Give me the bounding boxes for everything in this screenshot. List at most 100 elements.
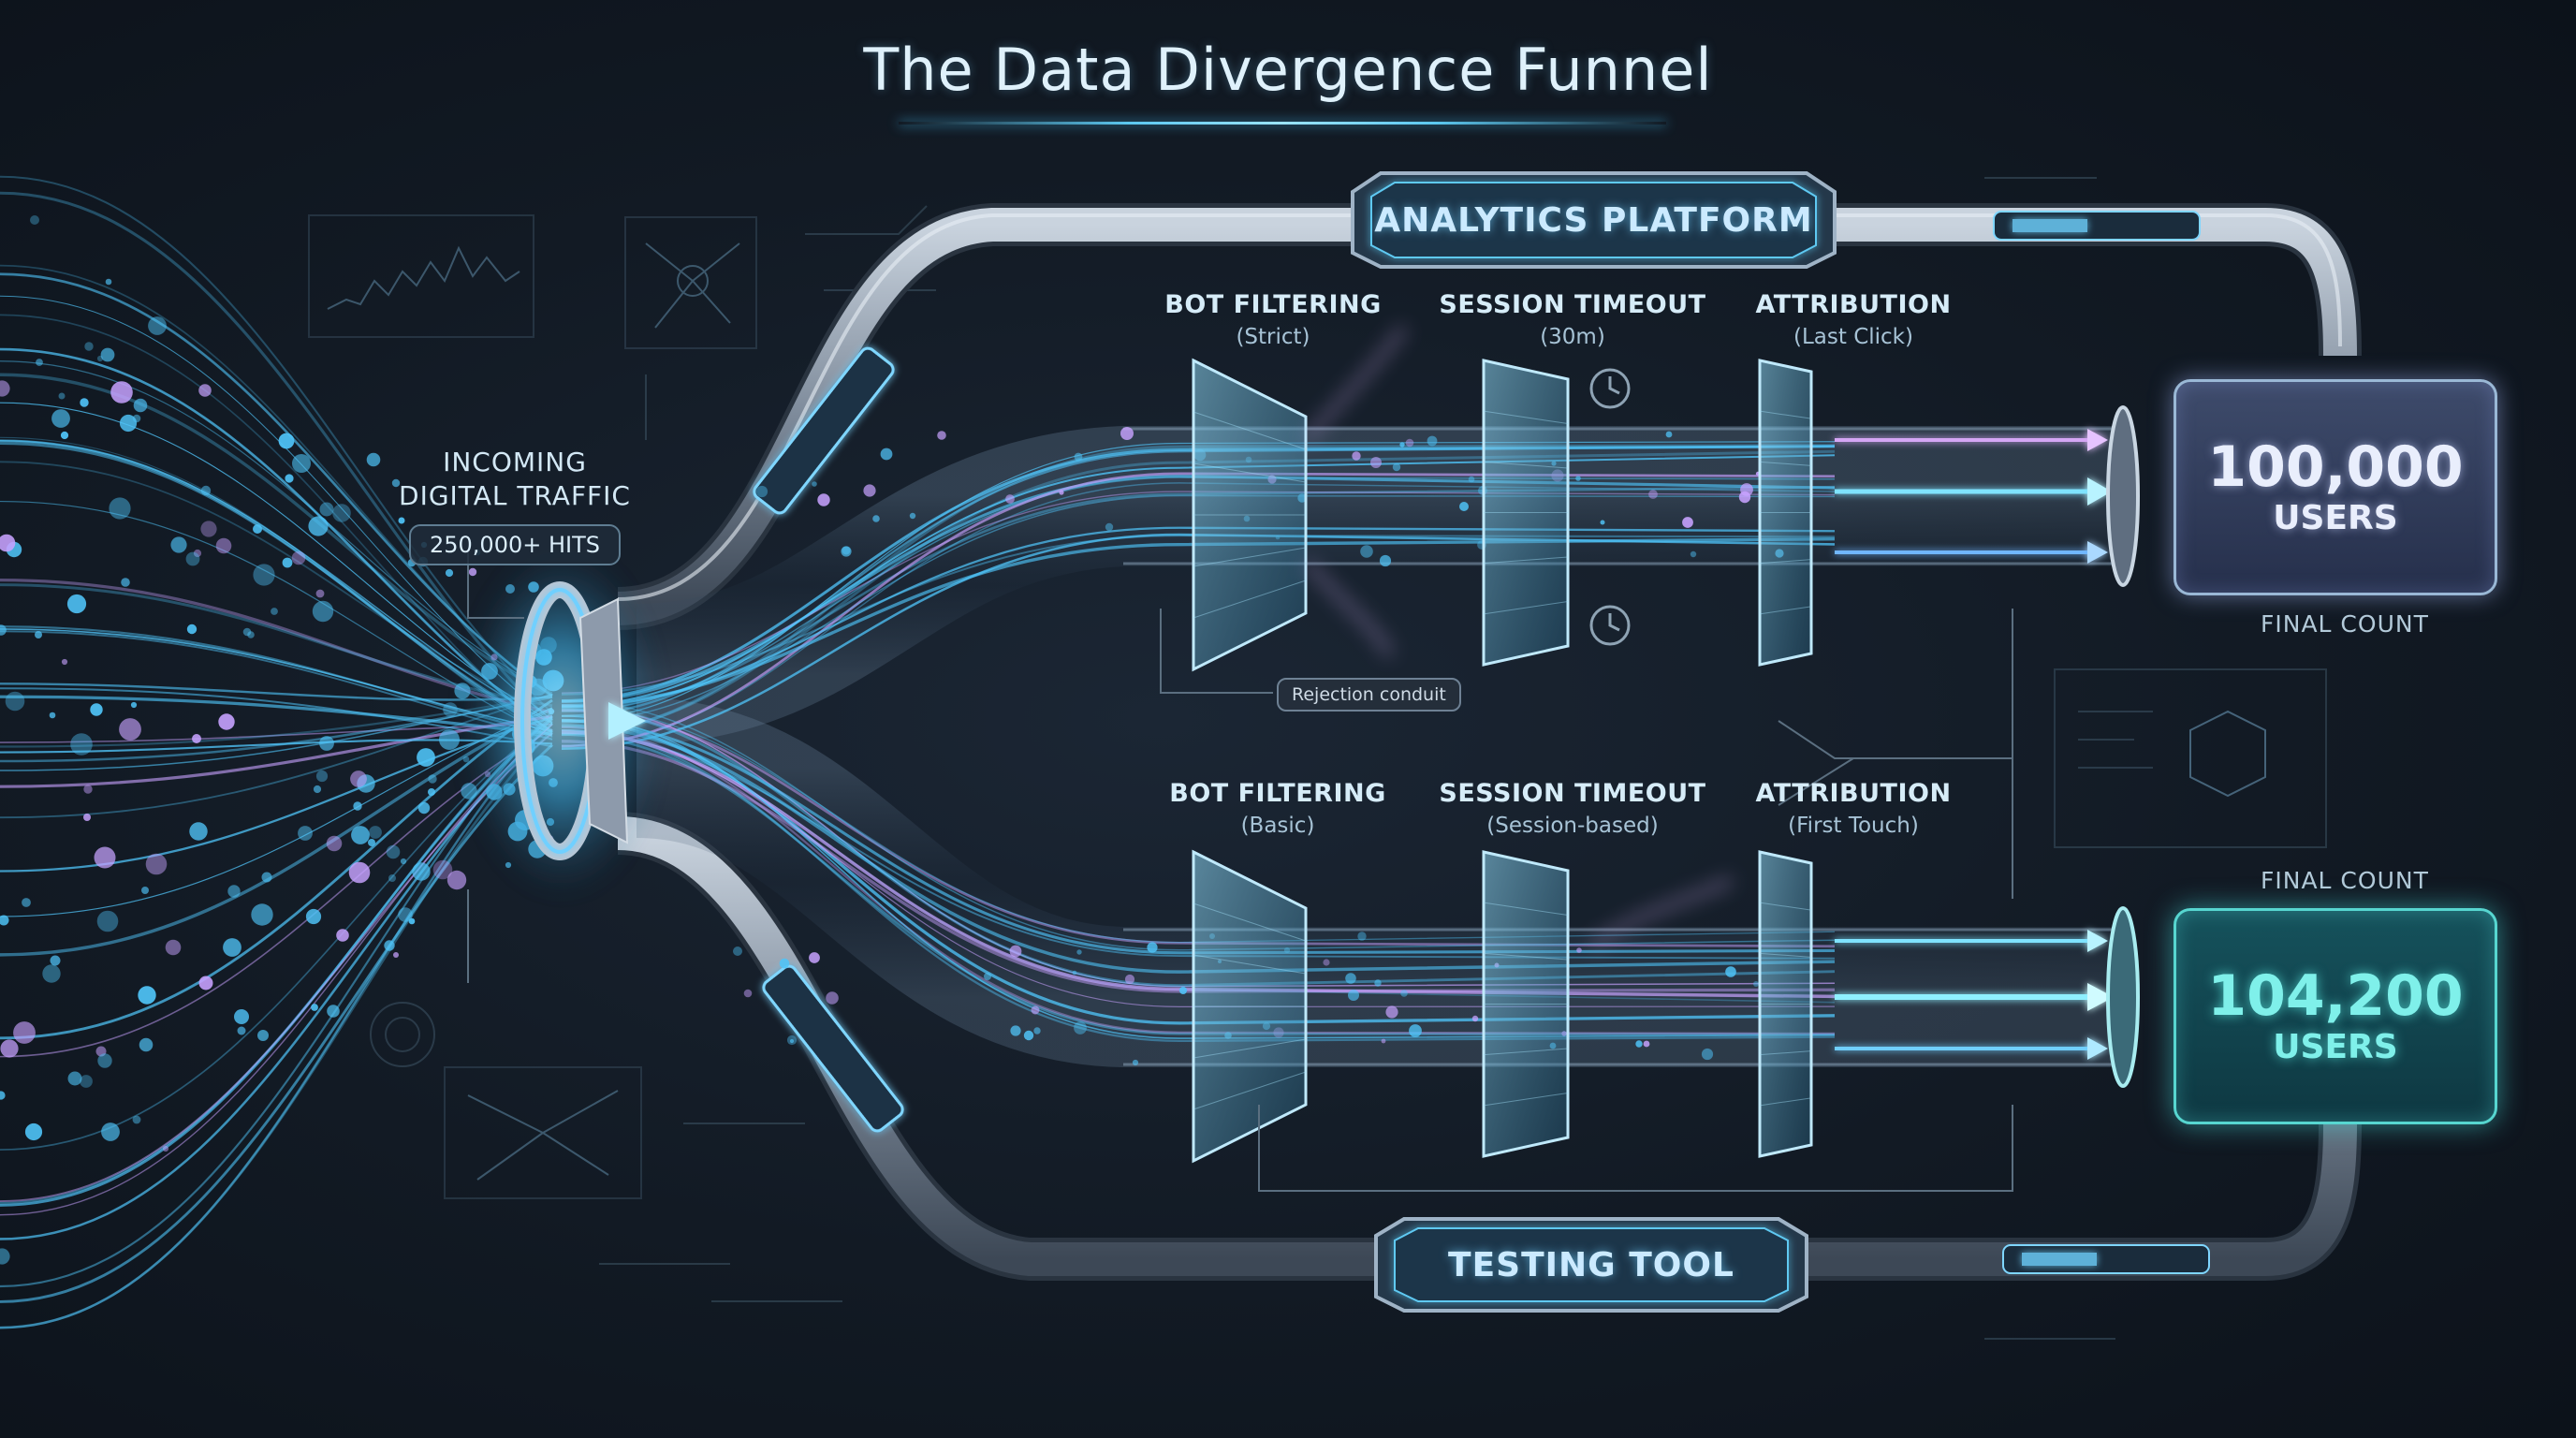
bottom-stage-attribution: ATTRIBUTION (First Touch): [1736, 779, 1970, 838]
data-particle: [755, 485, 768, 498]
data-particle: [1009, 945, 1022, 958]
incoming-stream: [0, 717, 553, 1329]
incoming-stream: [0, 743, 553, 1303]
data-particle: [101, 1123, 120, 1141]
data-particle: [1005, 494, 1015, 504]
data-particle: [327, 1005, 340, 1018]
data-particle: [369, 826, 382, 839]
data-particle: [984, 973, 991, 980]
data-particle: [121, 578, 130, 587]
data-particle: [386, 844, 401, 859]
data-particle: [428, 788, 435, 796]
testing-pipe: [616, 812, 2362, 1281]
data-particle: [193, 549, 202, 558]
data-particle: [1648, 490, 1658, 499]
incoming-traffic-label: INCOMING DIGITAL TRAFFIC 250,000+ HITS: [393, 446, 637, 565]
data-particle: [94, 846, 116, 869]
data-particle: [1635, 1040, 1643, 1048]
stage-setting: (30m): [1540, 325, 1605, 349]
data-particle: [0, 624, 7, 636]
data-particle: [1400, 990, 1408, 997]
output-arrows: [1835, 429, 2114, 1060]
data-particle: [1643, 1040, 1650, 1048]
data-particle: [1665, 431, 1673, 438]
stage-setting: (Basic): [1240, 814, 1315, 838]
data-particle: [312, 600, 334, 623]
data-particle: [1576, 947, 1582, 953]
data-particle: [1348, 990, 1359, 1001]
data-particle: [139, 1037, 154, 1052]
analytics-pipe: [616, 203, 2362, 630]
bottom-stage-bot-filtering: BOT FILTERING (Basic): [1147, 779, 1409, 838]
data-particle: [812, 481, 817, 487]
data-particle: [170, 536, 187, 553]
data-particle: [298, 826, 313, 841]
data-particle: [66, 594, 87, 614]
data-particle: [311, 1004, 318, 1011]
data-particle: [468, 567, 477, 577]
data-particle: [417, 801, 431, 814]
data-particle: [0, 1091, 6, 1100]
data-particle: [842, 546, 851, 555]
data-particle: [350, 770, 367, 787]
data-streams: [0, 175, 1836, 1329]
data-particle: [1031, 1005, 1040, 1015]
data-particle: [1379, 554, 1392, 567]
network-graph-icon: [645, 242, 740, 329]
data-particle: [1682, 517, 1693, 528]
testing-result-box: 104,200 USERS: [2174, 908, 2497, 1124]
title-underline: [899, 122, 1666, 125]
data-particle: [398, 907, 413, 922]
data-particle: [61, 658, 68, 666]
data-particle: [809, 952, 820, 963]
data-particle: [227, 885, 241, 898]
data-particle: [1725, 966, 1736, 977]
data-particle: [1575, 476, 1581, 481]
data-particle: [1357, 932, 1367, 941]
banner-shapes: [1351, 171, 1837, 1313]
data-particle: [223, 938, 242, 957]
data-particle: [242, 627, 252, 637]
data-particle: [119, 414, 138, 433]
data-particle: [1010, 1025, 1021, 1036]
data-particle: [1074, 1021, 1087, 1034]
data-particle: [80, 1075, 93, 1088]
data-particle: [291, 550, 306, 565]
intake-ring: [459, 543, 665, 899]
data-particle: [5, 691, 25, 712]
data-particle: [90, 703, 103, 716]
attribution-panel: [1758, 850, 1813, 1158]
page-title: The Data Divergence Funnel: [863, 36, 1713, 104]
data-particle: [400, 858, 407, 865]
data-particle: [22, 898, 31, 907]
network-graph-icon: [467, 1090, 619, 1181]
data-particle: [1147, 942, 1158, 953]
data-particle: [1345, 973, 1356, 984]
data-particle: [319, 736, 334, 751]
data-particle: [138, 986, 156, 1005]
rejection-wisp: [1588, 875, 1734, 950]
stage-name: BOT FILTERING: [1169, 779, 1386, 808]
stage-name: ATTRIBUTION: [1755, 290, 1952, 319]
data-particle: [261, 872, 272, 883]
data-particle: [1427, 435, 1438, 447]
data-particle: [0, 1039, 19, 1058]
data-particle: [417, 748, 435, 767]
tube-end-caps: [2106, 405, 2140, 1088]
data-particle: [826, 991, 839, 1005]
data-particle: [189, 822, 208, 841]
data-particle: [1074, 452, 1083, 462]
data-particle: [1033, 1027, 1041, 1034]
data-particle: [119, 718, 141, 741]
data-particle: [218, 713, 235, 730]
data-particle: [257, 1030, 269, 1041]
data-particle: [1392, 462, 1401, 472]
stage-name: SESSION TIMEOUT: [1439, 779, 1706, 808]
incoming-stream: [0, 191, 554, 725]
data-particle: [145, 853, 168, 875]
testing-user-count: 104,200: [2207, 962, 2464, 1029]
funnel-filter-icon: [1192, 358, 1308, 672]
data-particle: [253, 564, 275, 586]
incoming-stream: [0, 724, 553, 1216]
data-particle: [1471, 1015, 1479, 1022]
